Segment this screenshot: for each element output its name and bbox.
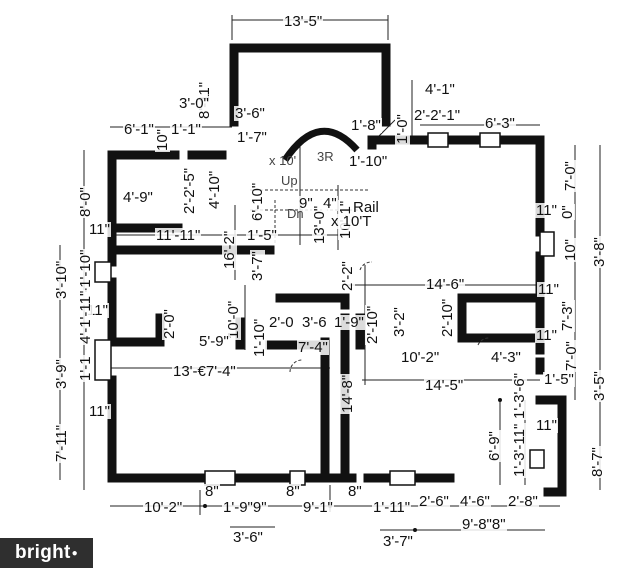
dim-mid-6-10: 6'-10" — [249, 181, 266, 222]
dim-right-8-7: 8'-7" — [589, 446, 606, 478]
dim-right-1-5: 1'-5" — [543, 371, 575, 388]
dim-mid-rail: Rail — [352, 199, 380, 216]
dim-mid-7-4: 7'-4" — [297, 339, 329, 356]
dim-upper-1-1: 1'-1" — [170, 121, 202, 138]
dim-bot-1-9-9: 1'-9"9" — [222, 499, 268, 516]
dim-right-11d: 11" — [535, 417, 558, 434]
dim-mid-14-8: 14'-8" — [339, 373, 356, 414]
dim-left-4-1-11: 4'-1'-11" — [77, 289, 94, 345]
dim-right-11c: 11" — [535, 327, 558, 344]
dim-left-11-11: 11'-11" — [155, 227, 202, 244]
dim-left-5-9: 5'-9" — [198, 333, 230, 350]
dim-right-7-0: 7'-0" — [562, 160, 579, 192]
dim-mid-1-9: 1'-9" — [333, 314, 365, 331]
dim-right-10: 10" — [562, 237, 579, 262]
dim-top-width: 13'-5" — [283, 13, 324, 30]
dim-right-7-0b: 7'-0" — [563, 340, 580, 372]
dim-mid-3-6: 3'-6 — [301, 314, 328, 331]
dim-left-1-5: 1'-5" — [246, 227, 278, 244]
dim-upper-1-7: 1'-7" — [236, 129, 268, 146]
dim-mid-9: 9" — [298, 195, 314, 212]
dim-right-11b: 11" — [537, 281, 560, 298]
dim-bot-1-11: 1'-11" — [372, 499, 412, 516]
dim-left-4-10: 4'-10" — [206, 169, 223, 210]
dim-left-11: 11" — [88, 221, 111, 238]
dim-left-11c: 11" — [88, 403, 111, 420]
dim-bot-9-8-8: 9'-8"8" — [461, 516, 507, 533]
dim-mid-x10-t: x 10'T — [330, 213, 373, 230]
dim-bot-8c: 8" — [347, 483, 363, 500]
windows — [94, 132, 555, 486]
dim-upper-1-0: 1'-0" — [394, 113, 411, 145]
dim-mid-2-10b: 2'-10" — [439, 297, 456, 338]
dim-upper-6-1: 6'-1" — [123, 121, 155, 138]
dim-bot-10-2: 10'-2" — [143, 499, 184, 516]
watermark-dot-icon: ● — [71, 547, 78, 559]
dim-left-2-0: 2'-0" — [161, 308, 178, 340]
dim-left-3-9: 3'-9" — [53, 358, 70, 390]
dim-right-11: 11" — [535, 202, 558, 219]
dim-left-4-9: 4'-9" — [122, 189, 154, 206]
dim-bot-9-1: 9'-1" — [302, 499, 334, 516]
stair-label-dn: Dn — [287, 206, 304, 221]
dim-bot-4-6: 4'-6" — [459, 493, 491, 510]
dim-bot-8a: 8" — [204, 483, 220, 500]
dim-upper-4-1: 4'-1" — [424, 81, 456, 98]
dim-upper-1-8: 1'-8" — [350, 117, 382, 134]
bay-arc — [282, 127, 360, 162]
dim-right-0: 0" — [559, 204, 576, 220]
dim-mid-3-7: 3'-7" — [249, 250, 266, 282]
dim-bot-3-7: 3'-7" — [382, 533, 414, 550]
dim-mid-13-0: 13'-0" — [311, 204, 328, 245]
dim-right-1-3-6: 1'-3'-6" — [511, 371, 528, 420]
dim-right-7-3: 7'-3" — [559, 300, 576, 332]
dim-bot-2-8: 2'-8" — [507, 493, 539, 510]
dim-left-7-11: 7'-11" — [53, 423, 70, 463]
watermark-logo: bright● — [0, 538, 93, 568]
dim-upper-3-0: 3'-0" — [178, 95, 210, 112]
dim-right-3-8: 3'-8" — [591, 236, 608, 268]
dim-upper-2-2-1: 2'-2'-1" — [413, 107, 462, 124]
dim-mid-4-3: 4'-3" — [490, 349, 522, 366]
dim-bot-8b: 8" — [285, 483, 301, 500]
stair-label-up: Up — [281, 173, 298, 188]
dim-mid-2-10: 2'-10" — [364, 304, 381, 345]
dim-mid-3-2: 3'-2" — [391, 306, 408, 338]
dim-left-3-10: 3'-10" — [53, 259, 70, 300]
dim-upper-10: 10" — [154, 127, 171, 152]
stair-label-x10: x 10' — [269, 153, 297, 168]
dim-upper-6-3: 6'-3" — [484, 115, 516, 132]
dim-right-6-9: 6'-9" — [486, 430, 503, 462]
dim-mid-16-2: 16'-2" — [221, 229, 238, 270]
dim-upper-3-6: 3'-6" — [234, 105, 266, 122]
dim-mid-2-0: 2'-0 — [268, 314, 295, 331]
dim-upper-1-10: 1'-10" — [348, 153, 389, 170]
watermark-text: bright — [15, 542, 71, 563]
dim-mid-2-2: 2'-2" — [339, 260, 356, 292]
dim-right-1-3-11: 1'-3'-11" — [511, 422, 528, 478]
dim-left-1-10: 1'-10" — [251, 317, 268, 358]
dim-left-8-0: 8'-0" — [77, 186, 94, 218]
dim-bot-2-6: 2'-6" — [418, 493, 450, 510]
stair-label-3r: 3R — [317, 149, 334, 164]
dim-mid-10-2: 10'-2" — [400, 349, 441, 366]
dim-right-3-5: 3'-5" — [591, 370, 608, 402]
dim-mid-14-6: 14'-6" — [425, 276, 466, 293]
dim-mid-14-5: 14'-5" — [424, 377, 465, 394]
dim-left-1-1: 1'-1 — [77, 355, 94, 382]
dim-left-13-7-4: 13'-€7'-4" — [172, 363, 237, 380]
dim-bot-3-6: 3'-6" — [232, 529, 264, 546]
dim-left-2-2-5: 2'-2'-5" — [181, 166, 198, 215]
